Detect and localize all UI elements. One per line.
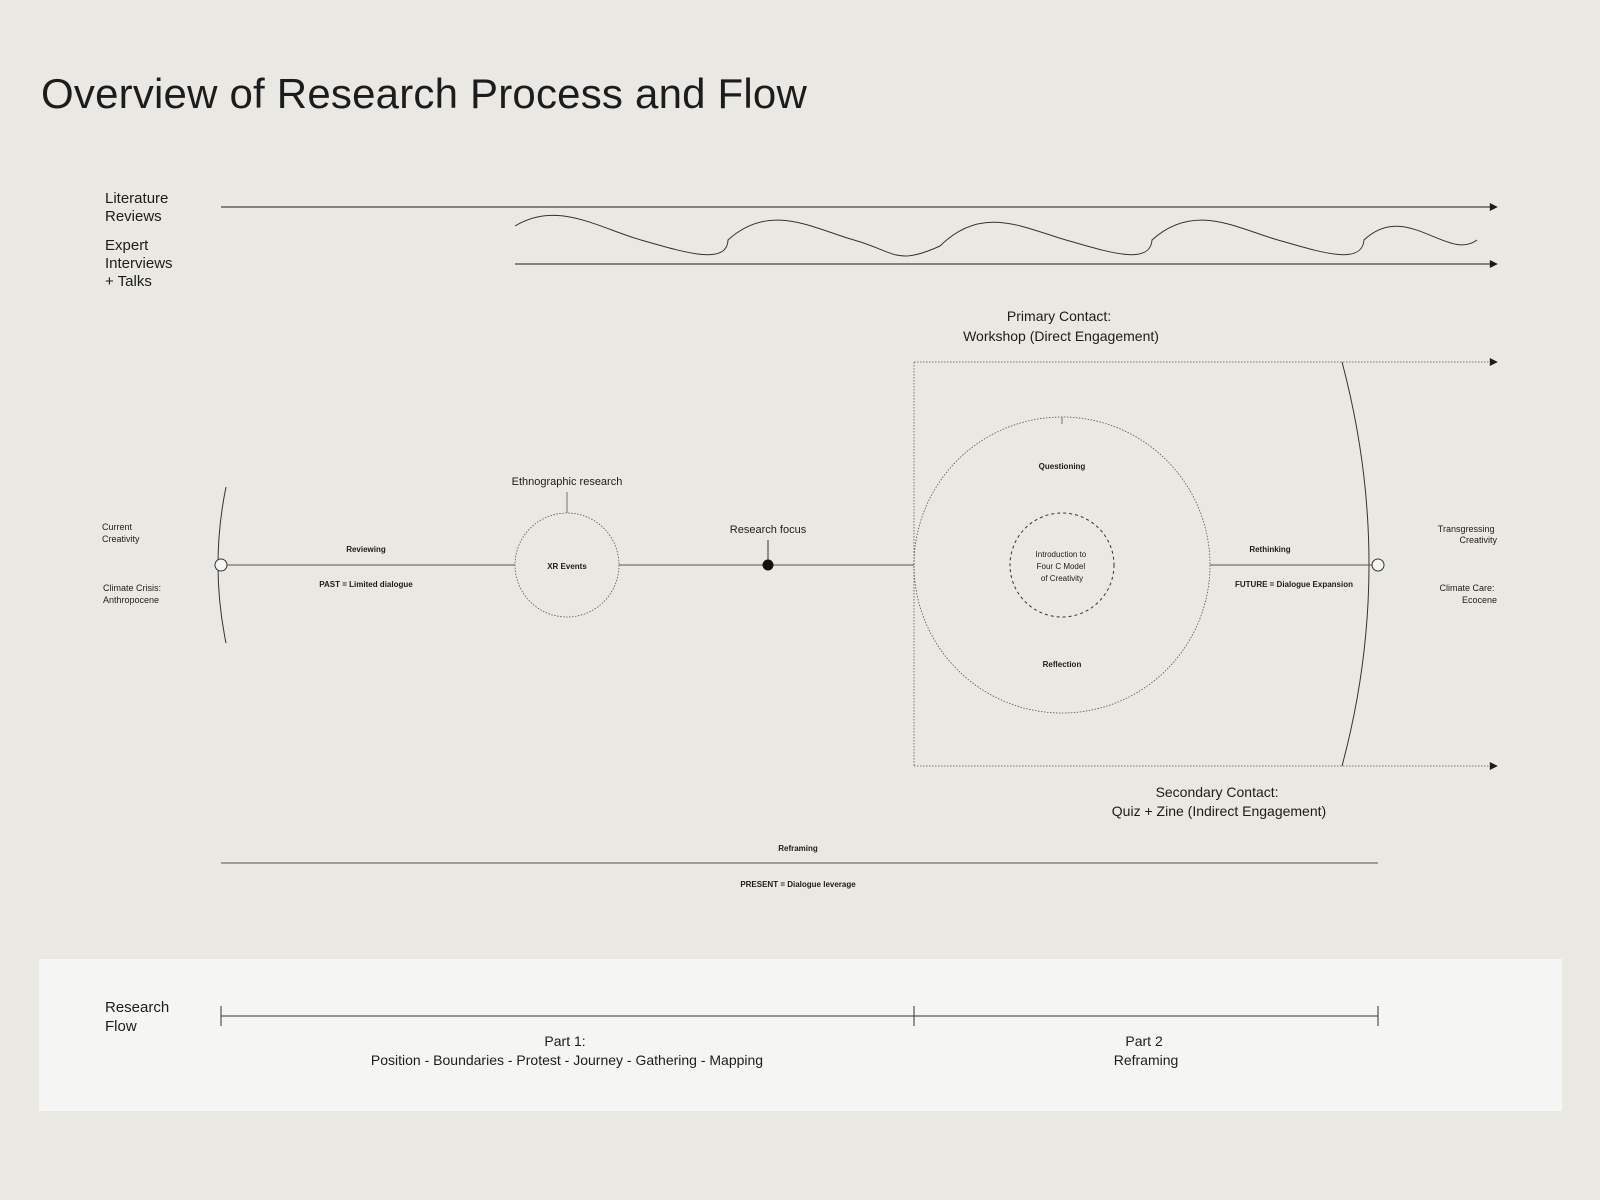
- xr-events-label: XR Events: [547, 562, 587, 571]
- research-focus-dot: [762, 559, 774, 571]
- end-node: [1371, 558, 1385, 572]
- secondary-contact-label: Secondary Contact: Quiz + Zine (Indirect…: [1112, 784, 1326, 819]
- research-flow-label: Research Flow: [105, 999, 173, 1035]
- reframing-label: Reframing: [778, 844, 818, 853]
- primary-contact-label: Primary Contact: Workshop (Direct Engage…: [963, 308, 1159, 344]
- part-2-label: Part 2 Reframing: [1114, 1033, 1179, 1068]
- four-c-model-label: Introduction to Four C Model of Creativi…: [1036, 550, 1089, 583]
- past-label: PAST = Limited dialogue: [319, 580, 413, 589]
- reflection-label: Reflection: [1043, 660, 1082, 669]
- start-node: [214, 558, 228, 572]
- climate-crisis-label: Climate Crisis: Anthropocene: [103, 583, 164, 605]
- research-focus-label: Research focus: [730, 524, 807, 536]
- literature-reviews-label: Literature Reviews: [105, 190, 173, 225]
- future-label: FUTURE = Dialogue Expansion: [1235, 580, 1353, 589]
- page-title: Overview of Research Process and Flow: [41, 70, 808, 117]
- research-flow-panel: [39, 959, 1562, 1111]
- climate-care-label: Climate Care: Ecocene: [1439, 583, 1497, 605]
- current-creativity-label: Current Creativity: [102, 522, 140, 544]
- reviewing-label: Reviewing: [346, 545, 386, 554]
- part-1-label: Part 1: Position - Boundaries - Protest …: [371, 1033, 763, 1068]
- present-label: PRESENT = Dialogue leverage: [740, 880, 856, 889]
- rethinking-label: Rethinking: [1249, 545, 1290, 554]
- questioning-label: Questioning: [1039, 462, 1086, 471]
- interviews-wave-line: [514, 214, 1478, 257]
- right-boundary-arc: [1341, 361, 1370, 767]
- xr-events-circle: [514, 512, 620, 618]
- expert-interviews-label: Expert Interviews + Talks: [105, 237, 177, 290]
- transgressing-creativity-label: Transgressing Creativity: [1438, 524, 1498, 545]
- ethnographic-research-label: Ethnographic research: [512, 476, 623, 488]
- four-c-inner-circle: [1009, 512, 1115, 618]
